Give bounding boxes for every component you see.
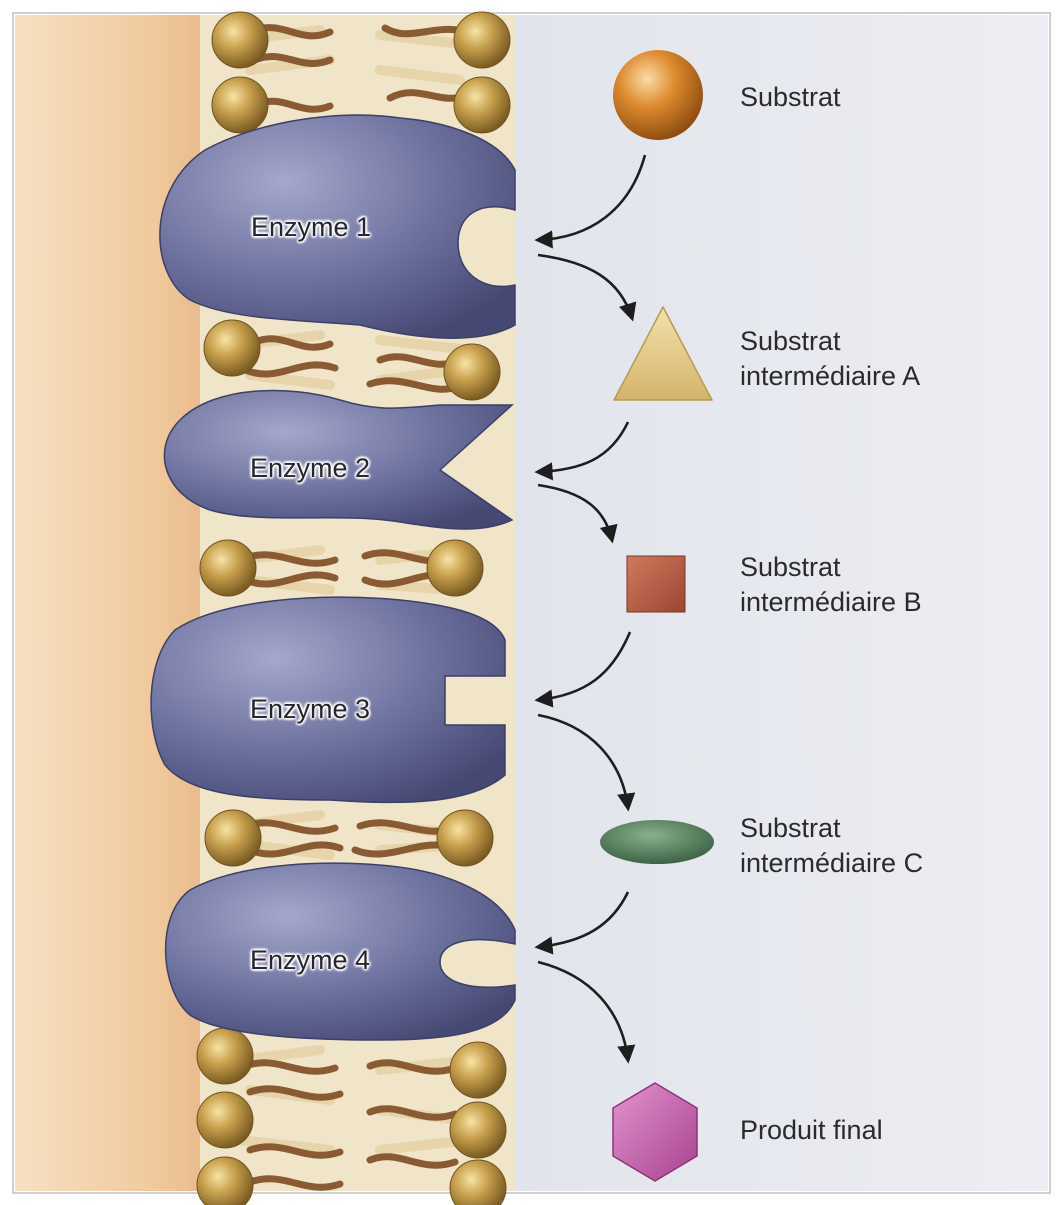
molecule-substrat	[613, 50, 703, 140]
substrat-label-line1: Substrat	[740, 80, 841, 115]
intermediate-c-label: Substrat intermédiaire C	[740, 811, 923, 881]
intermediate-c-label-line1: Substrat	[740, 811, 923, 846]
intermediate-a-label-line2: intermédiaire A	[740, 359, 920, 394]
intermediate-b-label: Substrat intermédiaire B	[740, 550, 922, 620]
intermediate-b-label-line1: Substrat	[740, 550, 922, 585]
intermediate-a-label-line1: Substrat	[740, 324, 920, 359]
intermediate-b-label-line2: intermédiaire B	[740, 585, 922, 620]
intermediate-a-label: Substrat intermédiaire A	[740, 324, 920, 394]
substrat-label: Substrat	[740, 80, 841, 115]
intermediate-c-label-line2: intermédiaire C	[740, 846, 923, 881]
enzyme-1-label: Enzyme 1	[251, 211, 371, 243]
enzyme-3-label: Enzyme 3	[250, 693, 370, 725]
molecule-intermediate-b	[627, 556, 685, 612]
final-product-label-line1: Produit final	[740, 1113, 883, 1148]
final-product-label: Produit final	[740, 1113, 883, 1148]
enzyme-4-label: Enzyme 4	[250, 944, 370, 976]
enzyme-2-label: Enzyme 2	[250, 452, 370, 484]
molecule-intermediate-c	[600, 820, 714, 864]
